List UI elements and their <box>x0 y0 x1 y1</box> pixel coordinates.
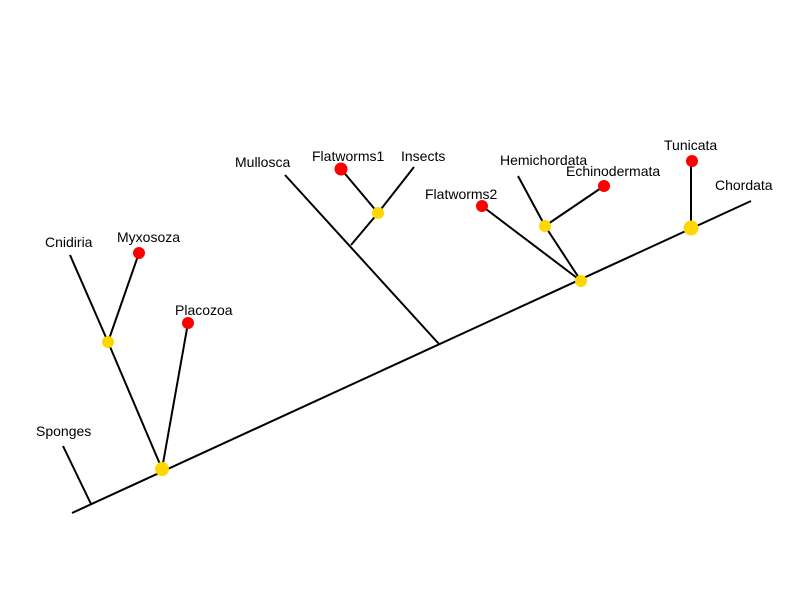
label-placozoa: Placozoa <box>175 302 233 318</box>
branch-hemichordata <box>517 175 546 227</box>
label-echinodermata: Echinodermata <box>566 163 660 179</box>
node-internal <box>683 220 699 236</box>
node-internal <box>575 275 587 287</box>
backbone-branch <box>71 200 752 514</box>
node-internal <box>372 207 384 219</box>
branch-echinodermata <box>544 185 605 227</box>
label-chordata: Chordata <box>715 177 773 193</box>
branch-cnidiria <box>69 254 109 343</box>
branch-hemi-echino <box>544 225 582 282</box>
branch-insects <box>377 166 415 214</box>
branch-flatworms1 <box>340 168 379 214</box>
node-internal <box>539 220 551 232</box>
label-cnidiria: Cnidiria <box>45 234 93 250</box>
branch-cnidiria-clade <box>107 341 163 470</box>
node-internal <box>155 462 169 476</box>
node-leaf-echinodermata <box>598 180 610 192</box>
node-leaf-flatworms2 <box>476 200 488 212</box>
branch-myxosoza <box>107 252 140 343</box>
branch-sponges <box>62 445 92 505</box>
label-tunicata: Tunicata <box>664 137 717 153</box>
label-myxosoza: Myxosoza <box>117 229 180 245</box>
label-flatworms1: Flatworms1 <box>312 148 385 164</box>
node-leaf-flatworms1 <box>334 162 348 176</box>
label-insects: Insects <box>401 148 445 164</box>
label-sponges: Sponges <box>36 423 91 439</box>
label-mullosca: Mullosca <box>235 154 290 170</box>
branch-mullosca <box>284 174 440 345</box>
node-leaf-placozoa <box>182 317 194 329</box>
branch-flatworms2 <box>481 205 582 282</box>
label-hemichordata: Hemichordata <box>500 152 587 168</box>
node-internal <box>102 336 114 348</box>
node-leaf-myxosoza <box>133 247 145 259</box>
label-flatworms2: Flatworms2 <box>425 186 498 202</box>
branch-flatworms1-insects <box>350 212 379 246</box>
node-leaf-tunicata <box>686 155 698 167</box>
branch-placozoa <box>161 322 189 470</box>
